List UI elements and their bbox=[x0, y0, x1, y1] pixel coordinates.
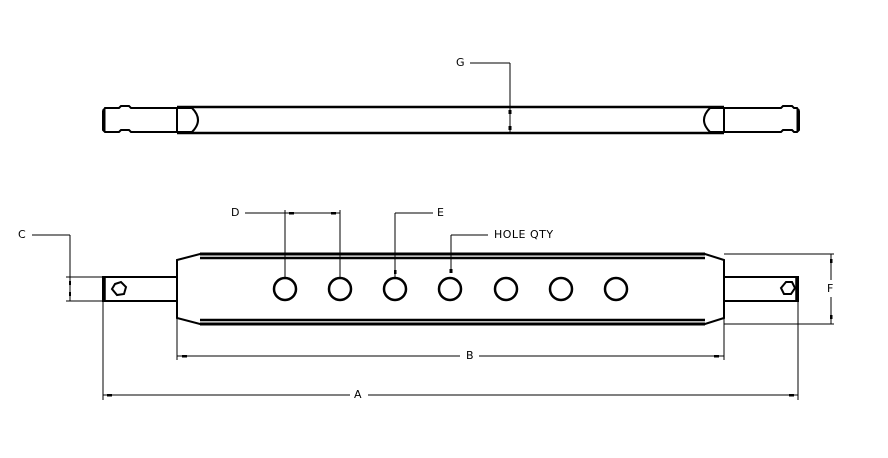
side-view bbox=[102, 252, 799, 326]
side-left-tongue bbox=[102, 276, 178, 302]
dimension-c bbox=[32, 234, 103, 302]
label-g: G bbox=[456, 56, 465, 69]
side-right-pin-hole bbox=[779, 281, 797, 295]
hole-row bbox=[272, 276, 629, 302]
dimension-b bbox=[176, 301, 725, 360]
dimension-e bbox=[394, 212, 433, 278]
hole-5 bbox=[493, 276, 519, 302]
side-left-pin-hole bbox=[110, 280, 128, 297]
hole-6 bbox=[548, 276, 574, 302]
label-c: C bbox=[18, 228, 26, 241]
dimension-f bbox=[724, 253, 834, 325]
dimension-g bbox=[470, 62, 512, 133]
dimension-a bbox=[102, 301, 799, 400]
top-view bbox=[102, 105, 800, 135]
hole-2 bbox=[327, 276, 353, 302]
top-left-pin bbox=[102, 105, 177, 133]
hole-3 bbox=[382, 276, 408, 302]
hole-7 bbox=[603, 276, 629, 302]
label-hole-qty: HOLE QTY bbox=[494, 228, 554, 241]
top-right-pin bbox=[724, 105, 800, 133]
label-b: B bbox=[466, 349, 474, 362]
label-e: E bbox=[437, 206, 444, 219]
hole-1 bbox=[272, 276, 298, 302]
top-left-cap-curve bbox=[177, 107, 199, 133]
top-right-cap-curve bbox=[703, 107, 724, 133]
label-d: D bbox=[231, 206, 240, 219]
hole-qty-leader bbox=[449, 234, 488, 273]
hole-4 bbox=[437, 276, 463, 302]
label-a: A bbox=[354, 388, 362, 401]
dimension-d bbox=[245, 210, 341, 278]
label-f: F bbox=[827, 282, 834, 295]
side-right-tongue bbox=[723, 276, 799, 302]
